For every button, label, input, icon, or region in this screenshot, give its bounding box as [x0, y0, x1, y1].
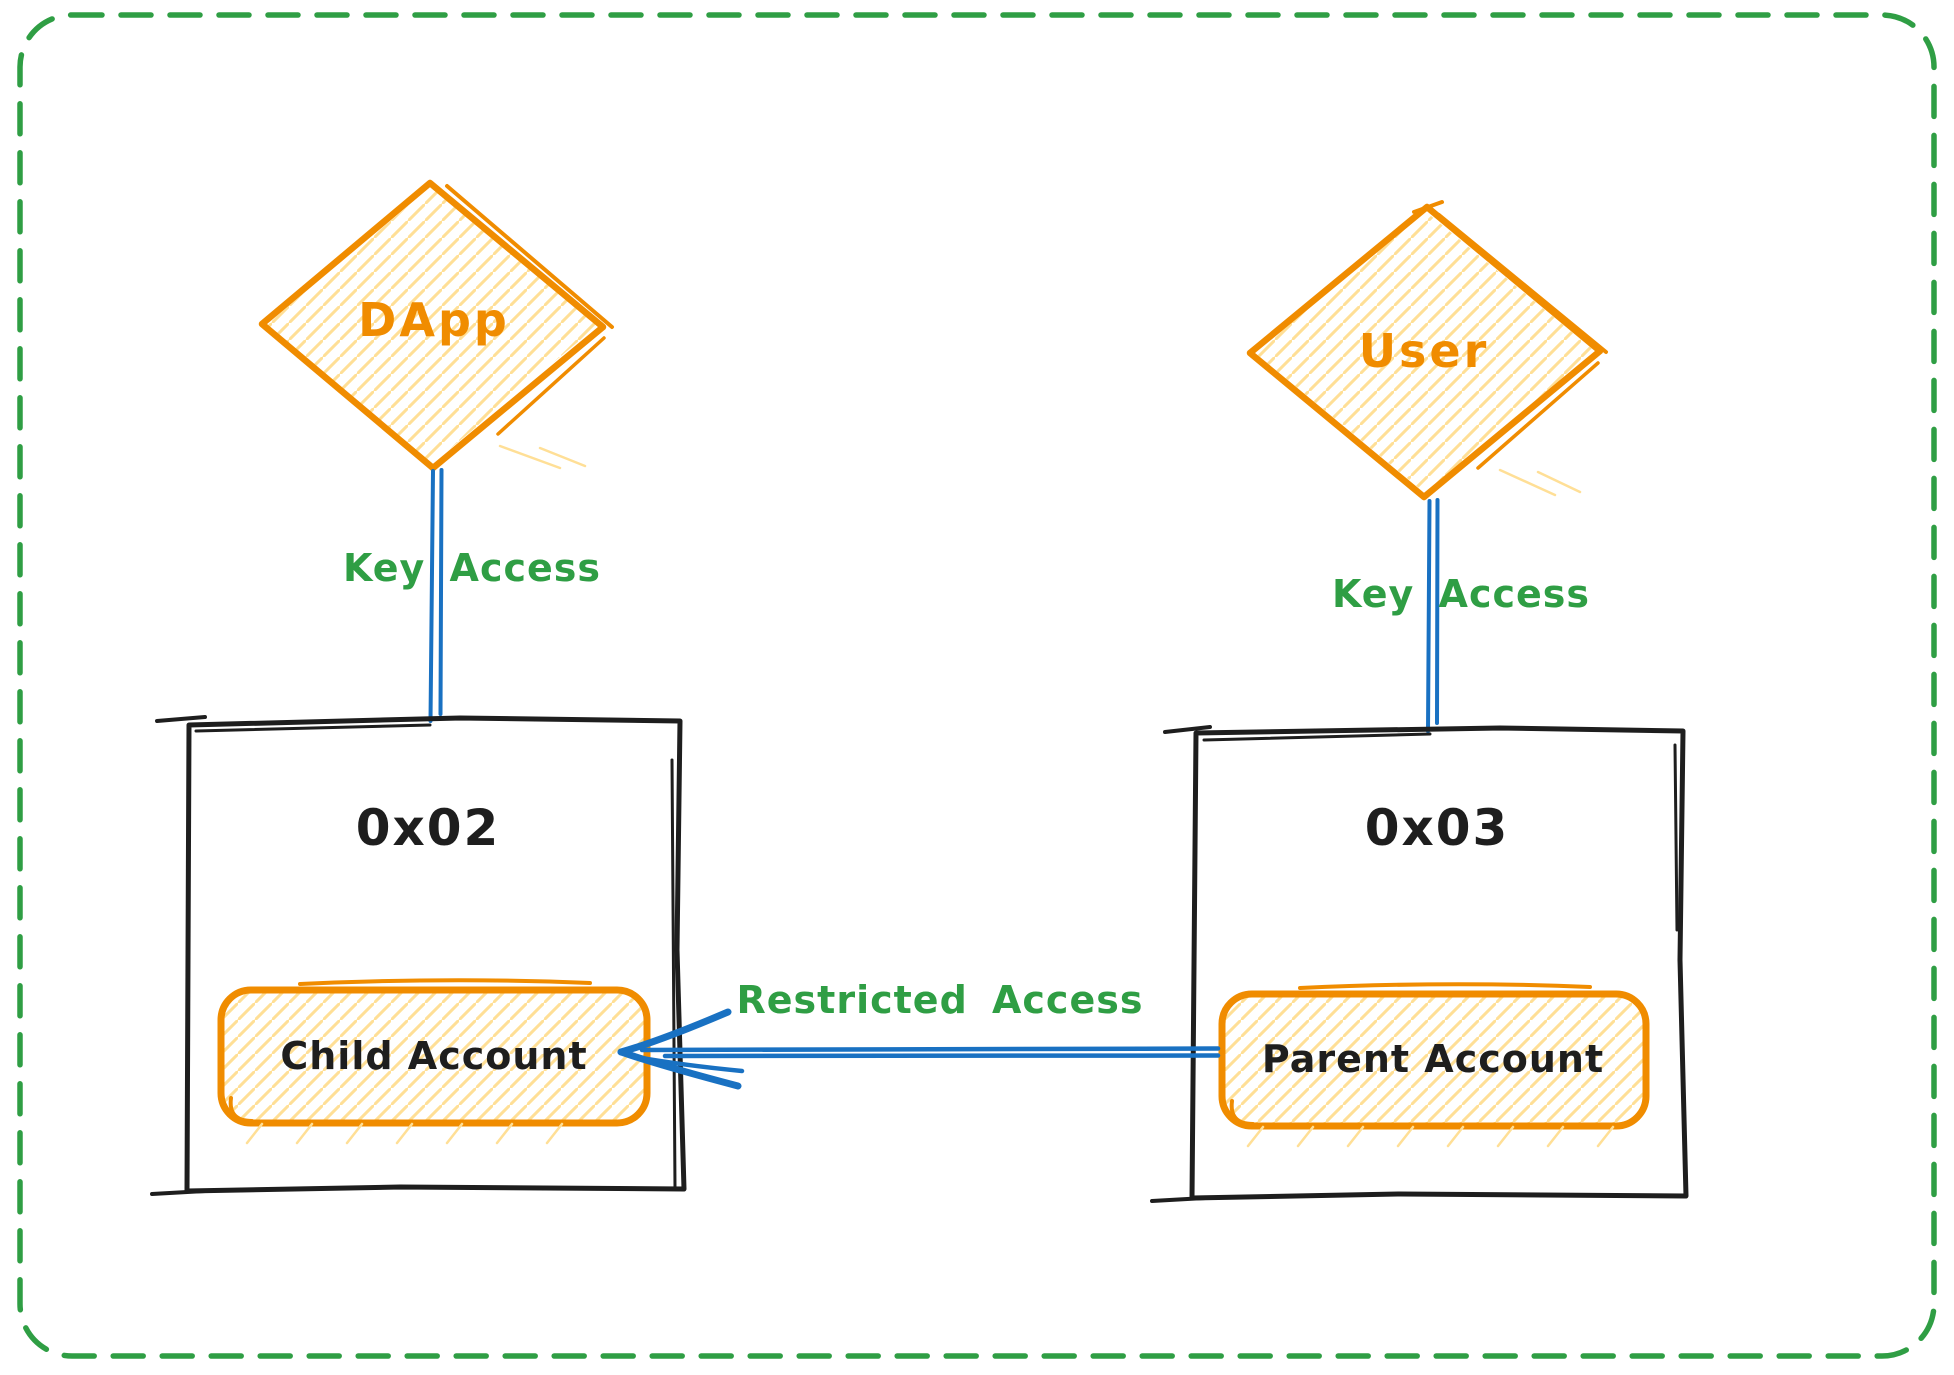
user-key-access-line-stroke-1: [1426, 499, 1432, 733]
child-account-box-double-corner: [228, 1096, 254, 1123]
user-diamond-outline: [1246, 203, 1604, 501]
account-box-0x02-overshoot-bottom: [150, 1189, 207, 1196]
account-0x02-label: 0x02: [355, 799, 501, 857]
restricted-access-arrow-line-2: [662, 1053, 1221, 1059]
dapp-key-access-line: [428, 468, 444, 723]
user-key-access-line-stroke-2: [1435, 498, 1440, 725]
user-diamond-sketch-stroke-bottom: [1476, 361, 1600, 470]
dapp-key-access-line-stroke-1: [428, 469, 435, 723]
child-account-box-double-top: [298, 978, 592, 986]
dapp-diamond-outline: [258, 179, 607, 472]
account-box-0x03-overshoot-top: [1163, 725, 1212, 734]
user-key-access-label: Key Access: [1331, 572, 1591, 616]
parent-account-box-double-corner: [1229, 1099, 1255, 1126]
user-diamond-sketch-tick: [1412, 200, 1444, 214]
parent-account-box-hatch-overflow: [1246, 1125, 1615, 1148]
parent-account-box-double-top: [1298, 982, 1592, 990]
dapp-key-access-label: Key Access: [342, 546, 602, 590]
user-diamond-sketch-stroke-top: [1437, 213, 1608, 354]
parent-account-label: Parent Account: [1261, 1037, 1605, 1081]
account-box-0x03-double-right: [1673, 743, 1679, 932]
dapp-label: DApp: [358, 293, 510, 347]
restricted-access-arrowhead-upper: [617, 1008, 732, 1056]
account-0x03-label: 0x03: [1364, 799, 1510, 857]
dapp-diamond-hatch-overflow: [498, 444, 587, 470]
restricted-access-arrow: [617, 1008, 1221, 1090]
parent-account-box-outline: [1218, 990, 1650, 1130]
account-box-0x03-double-top: [1202, 732, 1432, 742]
restricted-access-arrowhead-sketch: [627, 1053, 745, 1074]
restricted-access-arrow-line-1: [639, 1046, 1221, 1053]
restricted-access-label: Restricted Access: [736, 978, 1144, 1022]
parent-account-box: [1218, 982, 1650, 1148]
account-box-0x02-double-right: [670, 758, 677, 1190]
account-box-0x03-overshoot-bottom: [1150, 1196, 1207, 1203]
user-label: User: [1358, 324, 1490, 378]
user-key-access-line: [1426, 498, 1440, 733]
account-box-0x02-double-top: [194, 723, 432, 733]
dapp-diamond-sketch-stroke-top: [445, 184, 614, 329]
account-box-0x03: [1150, 725, 1689, 1203]
dapp-diamond: [258, 179, 614, 472]
user-diamond: [1246, 200, 1608, 501]
user-diamond-hatch-overflow: [1498, 468, 1582, 497]
child-account-box-hatch-overflow: [245, 1122, 564, 1145]
account-box-0x02-overshoot-top: [155, 715, 207, 723]
dapp-key-access-line-stroke-2: [438, 468, 444, 716]
child-account-box: [217, 978, 651, 1145]
child-account-label: Child Account: [280, 1034, 588, 1078]
account-box-0x03-outline: [1189, 725, 1689, 1201]
child-account-box-outline: [217, 986, 651, 1127]
dapp-diamond-sketch-stroke-bottom: [496, 336, 606, 436]
outer-dashed-border: [17, 12, 1937, 1359]
